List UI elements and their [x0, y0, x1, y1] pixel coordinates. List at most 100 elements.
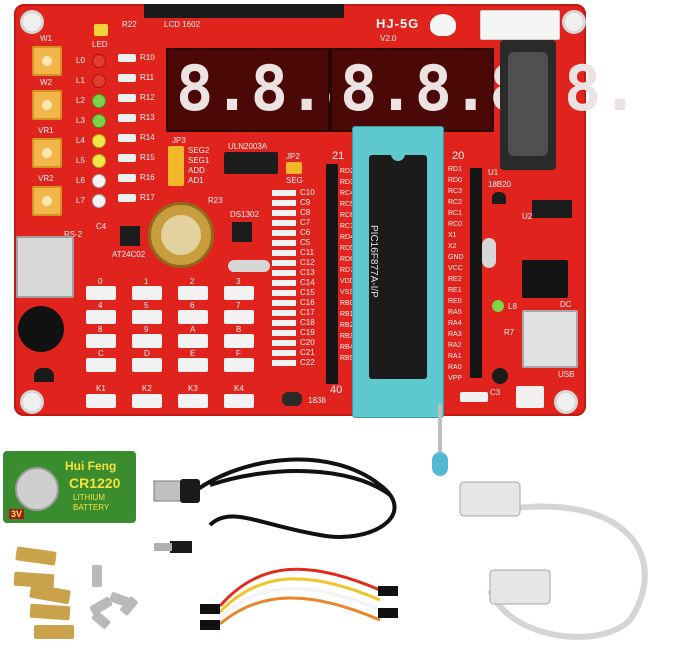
zif-socket[interactable]: PIC16F877A-I/P — [352, 126, 444, 418]
led — [92, 134, 106, 148]
key-button[interactable] — [178, 358, 208, 372]
battery-card: Hui Feng CR1220 LITHIUM BATTERY 3V — [3, 451, 136, 523]
zif-lever[interactable] — [438, 404, 442, 456]
led-column: L0 L1 L2 L3 L4 L5 L6 L7 — [76, 52, 116, 212]
key-button[interactable] — [132, 286, 162, 300]
resistor-label: C11 — [300, 248, 315, 257]
key-button[interactable] — [224, 334, 254, 348]
key-button[interactable] — [132, 310, 162, 324]
key-label: 1 — [144, 277, 149, 286]
battery-line1: LITHIUM — [73, 493, 105, 502]
led — [92, 114, 106, 128]
key-button[interactable] — [178, 286, 208, 300]
reset-button[interactable] — [516, 386, 544, 408]
seven-segment-display: 8.8.8.8. — [330, 48, 639, 132]
resistor-label: C13 — [300, 268, 315, 277]
digit: 8.8.8.8. — [340, 52, 639, 125]
key-label: 9 — [144, 325, 149, 334]
key-button[interactable] — [178, 310, 208, 324]
key-label: 6 — [190, 301, 195, 310]
coin-cell-holder — [148, 202, 214, 268]
k4-button[interactable] — [224, 394, 254, 408]
potentiometer[interactable] — [32, 186, 62, 216]
k2-button[interactable] — [132, 394, 162, 408]
key-button[interactable] — [178, 334, 208, 348]
k3-button[interactable] — [178, 394, 208, 408]
r23-label: R23 — [208, 196, 223, 205]
pin-label: RB3 — [340, 333, 354, 340]
key-label: D — [144, 349, 150, 358]
usb-port[interactable] — [522, 310, 578, 368]
potentiometer[interactable] — [32, 138, 62, 168]
k1-button[interactable] — [86, 394, 116, 408]
u1-label: U1 — [488, 168, 499, 177]
resistor — [118, 194, 136, 202]
pin-label: RB0 — [340, 300, 354, 307]
resistor — [118, 54, 136, 62]
pin-label: GND — [448, 254, 464, 261]
chip-notch — [391, 153, 405, 161]
pin-label: RB2 — [340, 322, 354, 329]
at24c02-chip — [120, 226, 140, 246]
lcd-header — [144, 4, 344, 18]
jumper-jp3[interactable] — [168, 146, 184, 186]
resistor-label: C9 — [300, 198, 311, 207]
pin-label: RE2 — [448, 276, 462, 283]
zif-lever-knob[interactable] — [432, 452, 448, 476]
potentiometer[interactable] — [32, 46, 62, 76]
silk-label: C3 — [490, 388, 501, 397]
pin-label: RD2 — [340, 168, 355, 175]
key-button[interactable] — [86, 286, 116, 300]
pin-label: VSS — [340, 289, 355, 296]
ds1302-label: DS1302 — [230, 210, 259, 219]
pin-label: RD1 — [448, 166, 463, 173]
resistor-bank — [272, 188, 296, 368]
pot-label-vr2: VR2 — [38, 174, 54, 183]
rs2-connector[interactable] — [16, 236, 74, 298]
resistor-label: R10 — [140, 53, 155, 62]
key-button[interactable] — [86, 310, 116, 324]
pin-label: RC2 — [448, 199, 463, 206]
led — [92, 154, 106, 168]
standoff — [29, 603, 71, 621]
key-label: B — [236, 325, 242, 334]
key-button[interactable] — [86, 334, 116, 348]
pin-label: RB1 — [340, 311, 354, 318]
pin-label: RE0 — [448, 298, 462, 305]
pin-labels-left: RD2 RD3 RC4 RC5 RC6 RC7 RD4 RD5 RD6 RD7 … — [340, 168, 364, 378]
resistor-label: C22 — [300, 358, 315, 367]
power-led — [94, 24, 108, 36]
pin-label: RC0 — [448, 221, 463, 228]
pin-label: RA5 — [448, 309, 462, 316]
led-resistor-column: R10 R11 R12 R13 R14 R15 R16 R17 — [118, 52, 162, 212]
usb-label: USB — [558, 370, 575, 379]
pin-label: VPP — [448, 375, 463, 382]
pin-label: RA0 — [448, 364, 462, 371]
key-button[interactable] — [224, 358, 254, 372]
serial-cable — [459, 481, 648, 640]
pin-label: RA3 — [448, 331, 462, 338]
mount-hole — [562, 10, 586, 34]
key-button[interactable] — [224, 286, 254, 300]
key-button[interactable] — [132, 358, 162, 372]
resistor-label: R17 — [140, 193, 155, 202]
at24c02-label: AT24C02 — [112, 250, 146, 259]
silk-label: SEG1 — [188, 156, 210, 165]
key-button[interactable] — [86, 358, 116, 372]
crystal-oscillator — [482, 238, 496, 268]
switch[interactable] — [460, 392, 488, 402]
pin-label: RA4 — [448, 320, 462, 327]
silk-label: SEG — [286, 176, 303, 185]
jumper-jp2[interactable] — [286, 162, 302, 174]
led-label: L5 — [76, 156, 85, 165]
resistor-label: C18 — [300, 318, 315, 327]
pin-header-right — [470, 168, 482, 378]
resistor-label: C8 — [300, 208, 311, 217]
mount-hole — [20, 10, 44, 34]
k-label: K3 — [188, 384, 198, 393]
key-button[interactable] — [224, 310, 254, 324]
dc-jack[interactable] — [522, 260, 568, 298]
potentiometer[interactable] — [32, 90, 62, 120]
key-button[interactable] — [132, 334, 162, 348]
resistor-label: C5 — [300, 238, 311, 247]
